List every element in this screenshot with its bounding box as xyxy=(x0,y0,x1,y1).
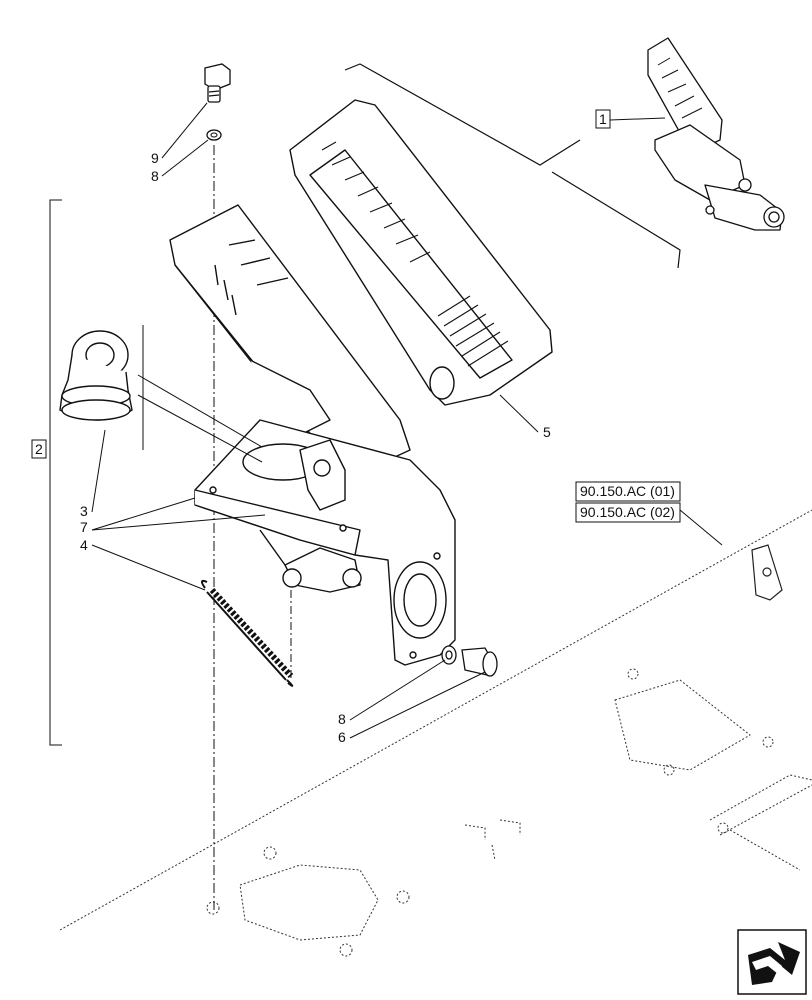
pedal-pad-part-5 xyxy=(289,99,553,406)
callout-3: 3 xyxy=(80,503,88,519)
callout-4: 4 xyxy=(80,537,88,553)
pedal-assembly xyxy=(169,204,456,666)
screw-part-6 xyxy=(441,645,498,677)
callout-box-2: 2 xyxy=(31,439,47,459)
callout-1: 1 xyxy=(599,111,607,127)
cab-floor-outline xyxy=(59,509,812,957)
reference-box-2[interactable]: 90.150.AC (02) xyxy=(575,502,681,523)
washer-hole xyxy=(210,132,218,138)
callout-9: 9 xyxy=(151,150,159,166)
bolt-part-9 xyxy=(204,63,231,103)
reference-link-2[interactable]: 90.150.AC (02) xyxy=(580,504,675,520)
callout-box-1: 1 xyxy=(595,109,611,129)
callout-8-top: 8 xyxy=(151,168,159,184)
inset-projection-lines xyxy=(344,63,681,269)
washer-part-8-top xyxy=(206,129,222,141)
rubber-boot-part-3 xyxy=(59,330,133,421)
callout-8-bottom: 8 xyxy=(338,711,346,727)
callout-7: 7 xyxy=(80,519,88,535)
callout-2: 2 xyxy=(35,441,43,457)
callout-leaders xyxy=(49,102,666,746)
mounting-pad xyxy=(751,544,783,601)
callout-6: 6 xyxy=(338,729,346,745)
navigation-arrow-icon[interactable] xyxy=(737,929,807,995)
spring-part-4 xyxy=(201,579,294,687)
reference-leader xyxy=(679,509,723,546)
reference-box-1[interactable]: 90.150.AC (01) xyxy=(575,481,681,502)
reference-link-1[interactable]: 90.150.AC (01) xyxy=(580,483,675,499)
complete-pedal-assembly-part-1 xyxy=(647,37,785,231)
callout-5: 5 xyxy=(543,424,551,440)
